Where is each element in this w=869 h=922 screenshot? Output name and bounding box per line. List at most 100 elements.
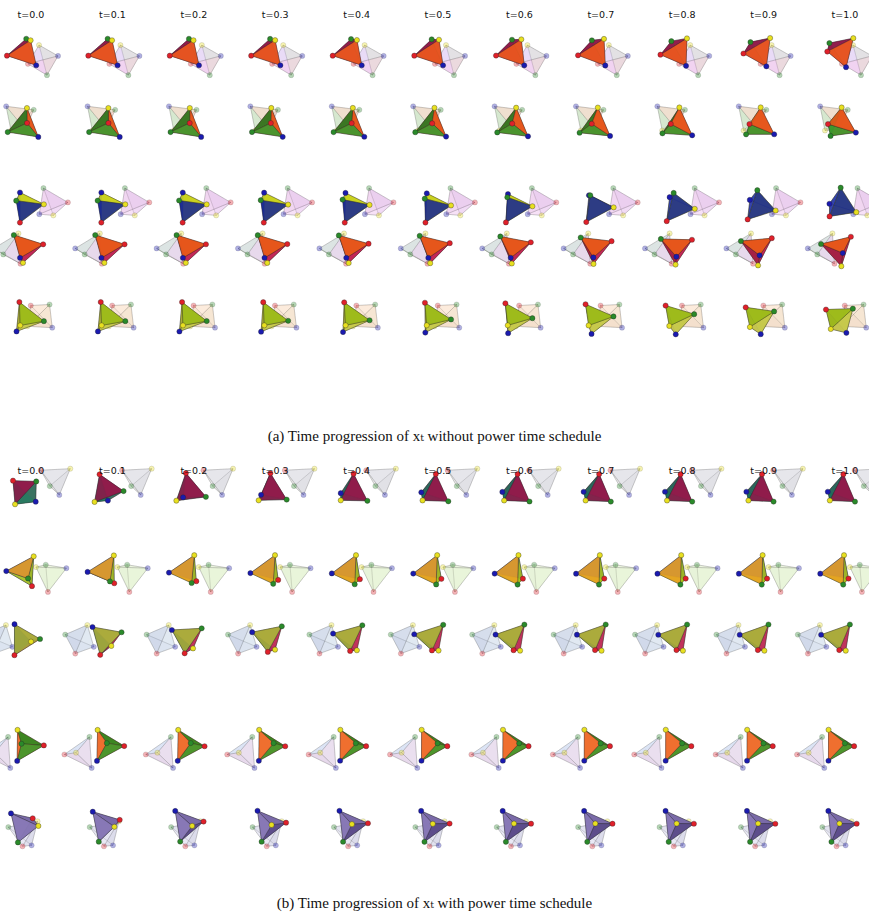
- vertex-dot: [95, 329, 100, 334]
- vertex-dot: [256, 758, 261, 763]
- tetra-cell: [307, 622, 365, 656]
- vertex-dot: [128, 302, 133, 307]
- vertex-dot: [24, 120, 29, 125]
- vertex-dot: [338, 758, 343, 763]
- vertex-dot: [472, 200, 477, 205]
- vertex-dot: [603, 63, 608, 68]
- vertex-dot: [517, 741, 522, 746]
- vertex-dot: [422, 300, 427, 305]
- tetra-cell: [412, 37, 468, 78]
- tetra-face: [769, 567, 799, 592]
- vertex-dot: [769, 42, 774, 47]
- vertex-dot: [509, 261, 514, 266]
- tetra-cell: [4, 554, 69, 595]
- vertex-dot: [613, 562, 618, 567]
- vertex-dot: [508, 255, 513, 260]
- tetra-cell: [4, 36, 60, 78]
- vertex-dot: [278, 63, 283, 68]
- vertex-dot: [764, 64, 769, 69]
- vertex-dot: [451, 73, 456, 78]
- vertex-dot: [843, 843, 848, 848]
- vertex-dot: [33, 499, 38, 504]
- vertex-dot: [101, 844, 106, 849]
- vertex-dot: [12, 502, 17, 507]
- vertex-dot: [168, 129, 173, 134]
- tetra-face: [13, 481, 36, 505]
- vertex-dot: [853, 130, 858, 135]
- vertex-dot: [182, 651, 187, 656]
- vertex-dot: [388, 632, 393, 637]
- tetra-cell: [329, 553, 394, 595]
- tetra-face: [692, 469, 722, 495]
- tetra-face: [343, 302, 370, 332]
- vertex-dot: [692, 312, 697, 317]
- vertex-dot: [369, 562, 374, 567]
- vertex-dot: [525, 212, 530, 217]
- tetra-face: [333, 625, 362, 651]
- vertex-dot: [826, 808, 831, 813]
- time-label: t=0.0: [18, 465, 45, 476]
- tetra-cell: [795, 622, 852, 656]
- vertex-dot: [255, 808, 260, 813]
- vertex-dot: [33, 565, 38, 570]
- vertex-dot: [697, 589, 702, 594]
- tetra-face: [471, 737, 498, 768]
- tetra-cell: [225, 622, 284, 656]
- vertex-dot: [110, 303, 115, 308]
- vertex-dot: [475, 466, 480, 471]
- vertex-dot: [692, 185, 697, 190]
- tetra-face: [658, 624, 687, 650]
- vertex-dot: [5, 734, 10, 739]
- tetra-face: [746, 474, 773, 501]
- vertex-dot: [736, 104, 741, 109]
- vertex-dot: [169, 627, 174, 632]
- vertex-dot: [12, 622, 17, 627]
- vertex-dot: [663, 303, 668, 308]
- vertex-dot: [733, 252, 738, 257]
- vertex-dot: [517, 303, 522, 308]
- vertex-dot: [191, 38, 196, 43]
- tetra-cell: [235, 231, 289, 266]
- tetra-face: [18, 730, 44, 745]
- vertex-dot: [258, 492, 263, 497]
- tetra-face: [341, 474, 368, 501]
- vertex-dot: [603, 622, 608, 627]
- tetra-face: [666, 306, 695, 335]
- vertex-dot: [585, 839, 590, 844]
- vertex-dot: [530, 316, 535, 321]
- time-label: t=0.3: [262, 9, 289, 20]
- vertex-dot: [637, 466, 642, 471]
- tetra-face: [414, 625, 443, 651]
- vertex-dot: [627, 492, 632, 497]
- tetra-cell: [794, 727, 856, 770]
- vertex-dot: [841, 582, 846, 587]
- tetra-face: [828, 730, 854, 761]
- vertex-dot: [64, 566, 69, 571]
- vertex-dot: [110, 843, 115, 848]
- tetra-face: [285, 469, 315, 495]
- vertex-dot: [658, 52, 663, 57]
- tetra-face: [448, 469, 478, 495]
- vertex-dot: [736, 571, 741, 576]
- vertex-dot: [423, 330, 428, 335]
- vertex-dot: [832, 261, 837, 266]
- vertex-dot: [20, 260, 25, 265]
- vertex-dot: [454, 484, 459, 489]
- tetra-cell: [388, 622, 446, 656]
- vertex-dot: [657, 825, 662, 830]
- tetra-cell: [0, 727, 46, 770]
- vertex-dot: [443, 134, 448, 139]
- tetra-face: [203, 469, 233, 495]
- vertex-dot: [584, 219, 589, 224]
- vertex-dot: [446, 499, 451, 504]
- vertex-dot: [666, 839, 671, 844]
- vertex-dot: [758, 105, 763, 110]
- tetra-cell: [95, 185, 152, 225]
- time-label: t=0.6: [506, 9, 533, 20]
- vertex-dot: [256, 498, 261, 503]
- vertex-dot: [753, 844, 758, 849]
- vertex-dot: [815, 252, 820, 257]
- vertex-dot: [10, 478, 15, 483]
- vertex-dot: [581, 489, 586, 494]
- vertex-dot: [115, 565, 120, 570]
